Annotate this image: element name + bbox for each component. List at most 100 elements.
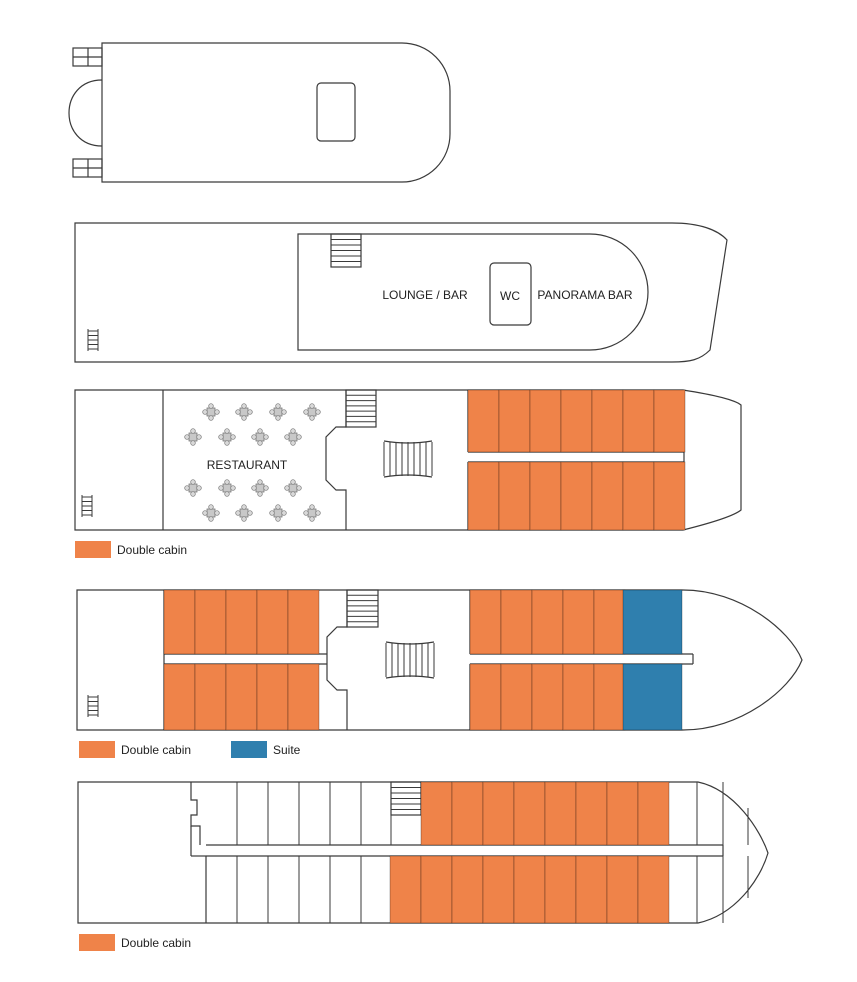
suite-deck-hull: [76, 589, 803, 731]
legend-restaurant-deck: Double cabin: [75, 541, 187, 558]
suite-lobby-wall: [326, 590, 348, 730]
double-cabin: [606, 781, 639, 846]
chair: [202, 510, 208, 516]
wc-room: [489, 262, 532, 326]
chair: [208, 516, 214, 522]
double-cabin: [467, 461, 500, 531]
double-cabin: [653, 389, 686, 453]
suite-deck-cabins: [163, 589, 683, 731]
chair: [281, 409, 287, 415]
legend-item: Double cabin: [79, 934, 191, 951]
chair: [296, 434, 302, 440]
chair: [303, 409, 309, 415]
double-cabin-swatch: [79, 934, 115, 951]
restaurant-tables: [184, 403, 321, 522]
chair: [230, 434, 236, 440]
double-cabin: [529, 389, 562, 453]
double-cabin: [575, 781, 608, 846]
legend-label: Double cabin: [117, 542, 188, 557]
chair: [184, 434, 190, 440]
suite-deck-center-stairs: [385, 641, 435, 679]
ladder-icon: [81, 495, 93, 517]
double-cabin: [225, 589, 258, 655]
legend-label: Suite: [273, 742, 301, 757]
double-cabin: [287, 663, 320, 731]
sun-deck-hatch: [316, 82, 356, 142]
legend-item: Suite: [231, 741, 300, 758]
legend-item: Double cabin: [79, 741, 231, 758]
double-cabin: [287, 589, 320, 655]
table: [288, 483, 298, 493]
double-cabin: [513, 855, 546, 924]
chair: [257, 440, 263, 446]
table: [206, 407, 216, 417]
chair: [235, 409, 241, 415]
chair: [269, 409, 275, 415]
double-cabin: [591, 389, 624, 453]
double-cabin: [482, 781, 515, 846]
chair: [196, 434, 202, 440]
chair: [309, 415, 315, 421]
table: [188, 432, 198, 442]
chair: [263, 434, 269, 440]
chair: [275, 403, 281, 409]
chair: [269, 510, 275, 516]
double-cabin: [467, 389, 500, 453]
double-cabin: [529, 461, 562, 531]
double-cabin: [500, 663, 533, 731]
double-cabin: [562, 589, 595, 655]
double-cabin: [544, 855, 577, 924]
sun-deck-stern-dome: [68, 79, 103, 147]
chair: [257, 491, 263, 497]
double-cabin: [420, 855, 453, 924]
chair: [251, 485, 257, 491]
chair: [208, 415, 214, 421]
chair: [224, 428, 230, 434]
lounge-deck: [74, 222, 728, 363]
double-cabin: [606, 855, 639, 924]
double-cabin: [560, 389, 593, 453]
chair: [275, 504, 281, 510]
chair: [241, 516, 247, 522]
double-cabin: [194, 589, 227, 655]
double-cabin: [593, 663, 626, 731]
chair: [284, 485, 290, 491]
chair: [214, 510, 220, 516]
chair: [290, 479, 296, 485]
double-cabin: [256, 589, 289, 655]
chair: [284, 434, 290, 440]
chair: [241, 415, 247, 421]
chair: [190, 440, 196, 446]
sun-deck-hull: [101, 42, 451, 183]
double-cabin: [482, 855, 515, 924]
chair: [247, 409, 253, 415]
sun-deck: [68, 42, 451, 183]
panorama-bar-label: PANORAMA BAR: [537, 288, 632, 302]
chair: [224, 440, 230, 446]
restaurant-lobby-wall: [325, 390, 347, 530]
double-cabin: [637, 855, 670, 924]
table: [307, 508, 317, 518]
table: [307, 407, 317, 417]
double-cabin: [637, 781, 670, 846]
chair: [251, 434, 257, 440]
double-cabin: [469, 589, 502, 655]
double-cabin: [591, 461, 624, 531]
chair: [290, 428, 296, 434]
suite-cabin: [622, 589, 683, 655]
stairs-frame: [345, 389, 377, 428]
suite-cabin: [622, 663, 683, 731]
legend-suite-deck: Double cabin Suite: [79, 741, 300, 758]
legend-item: Double cabin: [75, 541, 187, 558]
legend-label: Double cabin: [121, 742, 192, 757]
restaurant-center-stairs: [383, 440, 433, 478]
double-cabin: [531, 663, 564, 731]
double-cabin: [500, 589, 533, 655]
suite-deck-stairs: [346, 589, 379, 628]
stairs-frame: [346, 589, 379, 628]
ladder-icon: [87, 329, 99, 351]
restaurant-label: RESTAURANT: [207, 458, 288, 472]
lounge-stairs: [330, 233, 362, 268]
double-cabin: [194, 663, 227, 731]
table: [188, 483, 198, 493]
